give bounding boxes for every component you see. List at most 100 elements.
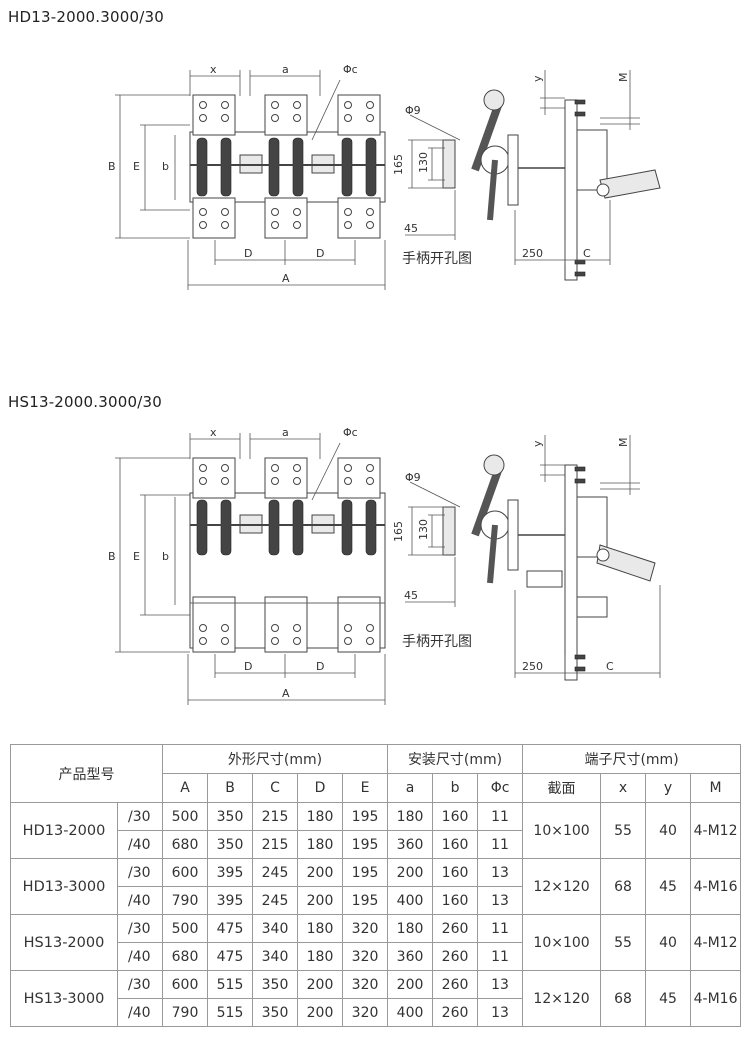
value-cell: 475 [207,914,253,943]
variant-cell: /30 [117,970,163,999]
value-cell: 350 [207,802,253,831]
value-cell: 360 [387,942,434,971]
value-cell: 340 [252,942,298,971]
terminal-cell: 10×100 [522,802,602,859]
col-E: E [341,773,389,803]
dim-D1-label: D [244,247,252,260]
value-cell: 180 [297,942,343,971]
value-cell: 475 [207,942,253,971]
terminal-cell: 12×120 [522,970,602,1027]
value-cell: 11 [477,830,524,859]
dim-phi9-label-hs: Φ9 [405,471,421,484]
side-view-hs [471,454,656,681]
dim-45-label: 45 [404,222,418,235]
value-cell: 195 [341,830,389,859]
header-terminal-dims: 端子尺寸(mm) [522,744,742,774]
variant-cell: /30 [117,914,163,943]
terminal-cell: 4-M16 [690,858,742,915]
terminal-cell: 55 [600,914,647,971]
dim-b-label-hs: b [162,550,169,563]
variant-cell: /30 [117,802,163,831]
col-section: 截面 [522,773,602,803]
variant-cell: /40 [117,942,163,971]
dim-a-label-hs: a [282,426,289,439]
dim-250-label-hs: 250 [522,660,543,673]
dim-y-label: y [531,75,544,82]
dim-E-label: E [133,160,140,173]
spec-table: 产品型号 外形尺寸(mm) 安装尺寸(mm) 端子尺寸(mm) A B C D … [10,744,742,1027]
dim-D2-label: D [316,247,324,260]
value-cell: 160 [432,802,479,831]
dim-A-label-hs: A [282,687,290,700]
value-cell: 180 [387,802,434,831]
value-cell: 350 [252,998,298,1027]
handle-cutout-label: 手柄开孔图 [402,251,472,267]
dim-x-label: x [210,63,217,76]
value-cell: 180 [297,802,343,831]
value-cell: 11 [477,942,524,971]
value-cell: 195 [341,802,389,831]
value-cell: 180 [297,914,343,943]
terminal-cell: 4-M12 [690,802,742,859]
terminal-cell: 45 [645,970,692,1027]
dim-B-label-hs: B [108,550,116,563]
value-cell: 360 [387,830,434,859]
value-cell: 400 [387,886,434,915]
dim-130-label-hs: 130 [417,519,430,540]
terminal-cell: 4-M12 [690,914,742,971]
value-cell: 180 [297,830,343,859]
col-A: A [162,773,208,803]
model-cell: HS13-2000 [10,914,118,971]
variant-cell: /30 [117,858,163,887]
model-cell: HS13-3000 [10,970,118,1027]
terminal-cell: 4-M16 [690,970,742,1027]
value-cell: 11 [477,802,524,831]
value-cell: 260 [432,914,479,943]
value-cell: 200 [387,858,434,887]
side-view [471,89,661,281]
value-cell: 320 [341,970,389,999]
terminal-cell: 55 [600,802,647,859]
terminal-cell: 12×120 [522,858,602,915]
table-header-row-1: 产品型号 外形尺寸(mm) 安装尺寸(mm) 端子尺寸(mm) [10,744,742,803]
value-cell: 13 [477,970,524,999]
col-B: B [207,773,253,803]
dim-b-label: b [162,160,169,173]
value-cell: 160 [432,886,479,915]
value-cell: 260 [432,970,479,999]
dim-B-label: B [108,160,116,173]
model-cell: HD13-3000 [10,858,118,915]
value-cell: 195 [341,858,389,887]
dim-phic-label: Φc [343,63,358,76]
model-cell: HD13-2000 [10,802,118,859]
value-cell: 215 [252,802,298,831]
value-cell: 200 [297,998,343,1027]
value-cell: 350 [207,830,253,859]
section-title-hd13: HD13-2000.3000/30 [8,8,164,26]
col-C: C [252,773,298,803]
terminal-cell: 40 [645,914,692,971]
dim-phic-label-hs: Φc [343,426,358,439]
col-D: D [297,773,343,803]
value-cell: 13 [477,886,524,915]
value-cell: 600 [162,970,208,999]
dim-130-label: 130 [417,152,430,173]
dim-a-label: a [282,63,289,76]
terminal-cell: 68 [600,858,647,915]
dim-165-label-hs: 165 [392,521,405,542]
value-cell: 200 [387,970,434,999]
col-x: x [600,773,647,803]
dim-M-label: M [617,73,630,83]
value-cell: 600 [162,858,208,887]
variant-cell: /40 [117,830,163,859]
handle-cutout [405,114,461,240]
value-cell: 350 [252,970,298,999]
value-cell: 395 [207,858,253,887]
dim-D1-label-hs: D [244,660,252,673]
value-cell: 160 [432,858,479,887]
